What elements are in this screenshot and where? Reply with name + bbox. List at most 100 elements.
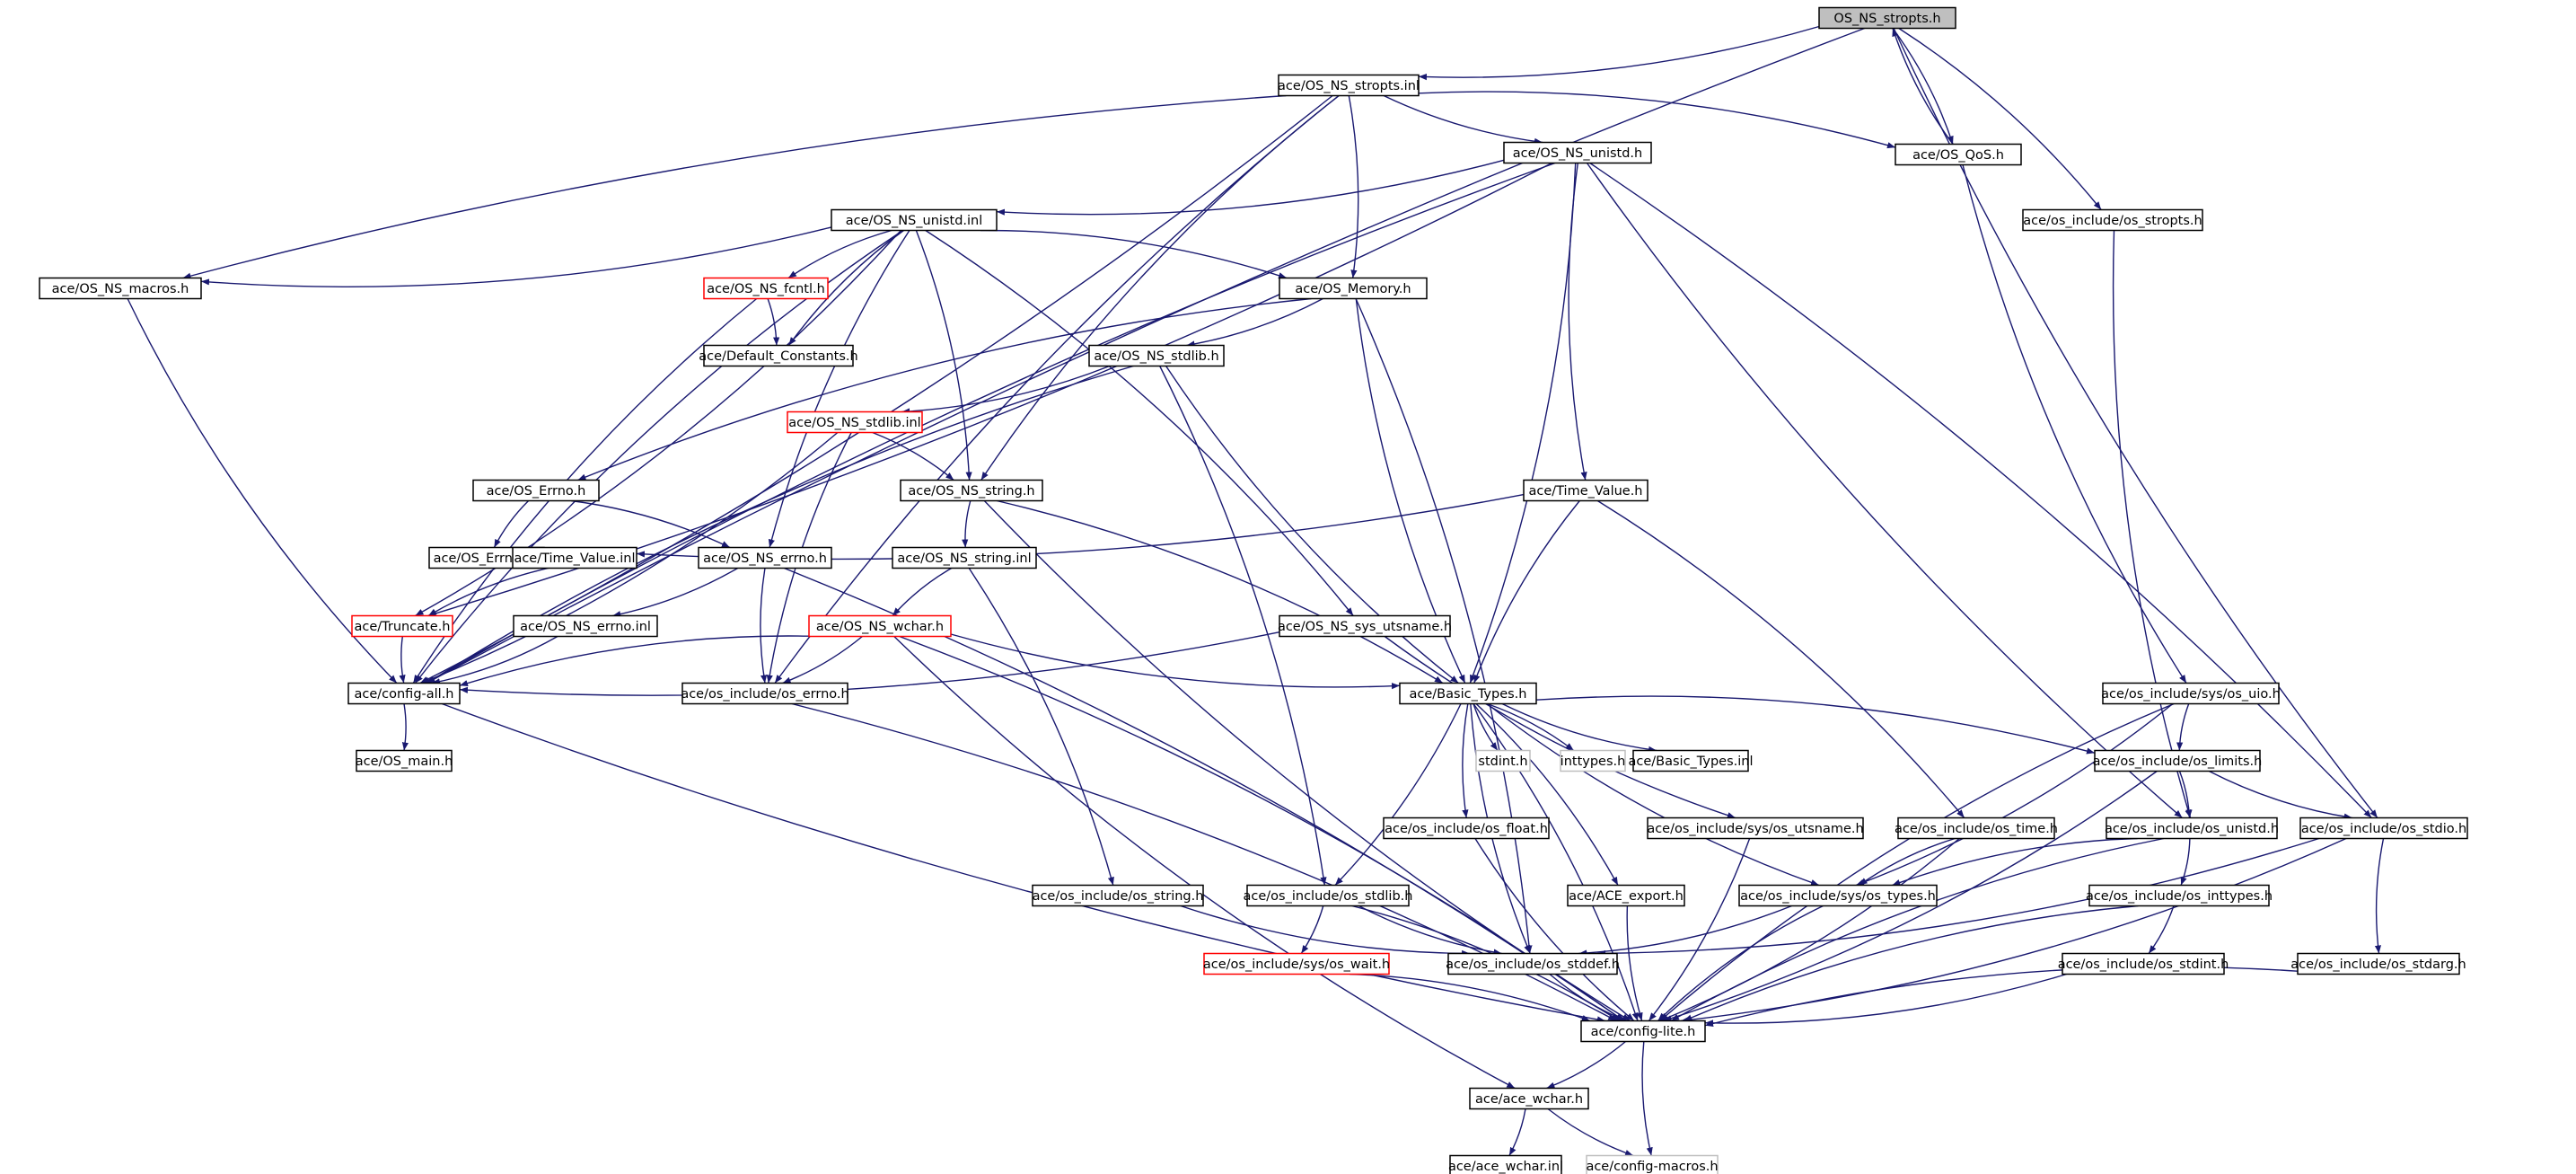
- node-box: [1203, 952, 1390, 975]
- node-box: [39, 277, 202, 300]
- edge-n46-n49: [1641, 1041, 1653, 1156]
- node-label: inttypes.h: [1561, 755, 1626, 769]
- node-label: OS_NS_stropts.h: [1833, 12, 1940, 26]
- graph-node[interactable]: ace/ACE_export.h: [1567, 884, 1685, 907]
- graph-node[interactable]: ace/os_include/os_inttypes.h: [2086, 884, 2273, 907]
- graph-node[interactable]: ace/Time_Value.inl: [512, 546, 637, 569]
- node-box: [1586, 1154, 1719, 1174]
- graph-node[interactable]: ace/os_include/os_stropts.h: [2022, 208, 2203, 232]
- graph-node[interactable]: ace/Time_Value.h: [1523, 479, 1648, 502]
- graph-node[interactable]: ace/os_include/os_time.h: [1895, 817, 2058, 840]
- graph-node[interactable]: ace/os_include/os_stddef.h: [1446, 952, 1620, 975]
- edge-n25-n38: [1334, 703, 1462, 886]
- edges-layer: [127, 25, 2385, 1157]
- edge-n3-n14: [1568, 163, 1587, 481]
- node-label: ace/config-macros.h: [1586, 1160, 1718, 1174]
- node-box: [1246, 884, 1410, 907]
- graph-node[interactable]: ace/OS_QoS.h: [1895, 143, 2022, 166]
- graph-node[interactable]: ace/OS_NS_unistd.h: [1503, 141, 1652, 164]
- node-box: [2102, 682, 2280, 705]
- node-box: [1503, 141, 1652, 164]
- graph-node[interactable]: ace/OS_NS_sys_utsname.h: [1278, 614, 1452, 638]
- graph-node[interactable]: ace/config-lite.h: [1580, 1020, 1706, 1043]
- node-label: ace/Time_Value.h: [1528, 484, 1642, 499]
- graph-node[interactable]: ace/os_include/os_stdint.h: [2058, 952, 2229, 975]
- graph-node[interactable]: ace/os_include/os_errno.h: [681, 682, 849, 705]
- node-box: [347, 682, 461, 705]
- edge-n25-n39: [1475, 702, 1619, 886]
- graph-node[interactable]: ace/OS_Memory.h: [1279, 277, 1428, 300]
- edge-n1-n3: [1383, 94, 1543, 145]
- node-box: [2299, 817, 2468, 840]
- graph-node[interactable]: ace/os_include/sys/os_utsname.h: [1647, 817, 1864, 840]
- edge-n5-n17: [768, 230, 910, 548]
- graph-node[interactable]: ace/OS_NS_unistd.inl: [831, 208, 998, 232]
- node-box: [703, 344, 854, 367]
- node-label: ace/os_include/os_errno.h: [681, 687, 848, 702]
- edge-n26-n40: [1855, 702, 2174, 887]
- node-box: [900, 479, 1043, 502]
- node-label: ace/OS_NS_stdlib.inl: [788, 416, 920, 430]
- edge-n25-n46: [1473, 703, 1639, 1021]
- edge-n0-n23: [426, 27, 1865, 684]
- graph-node[interactable]: ace/os_include/os_stdlib.h: [1244, 884, 1413, 907]
- edge-n17-n20: [612, 567, 739, 618]
- graph-node[interactable]: ace/os_include/os_unistd.h: [2105, 817, 2279, 840]
- graph-node[interactable]: ace/OS_NS_stdlib.h: [1088, 344, 1225, 367]
- node-box: [351, 614, 453, 638]
- edge-n23-n27: [401, 703, 409, 751]
- node-box: [808, 614, 952, 638]
- node-box: [698, 546, 832, 569]
- graph-node[interactable]: ace/os_include/os_limits.h: [2093, 749, 2263, 772]
- graph-node[interactable]: ace/os_include/os_float.h: [1383, 817, 1550, 840]
- graph-node[interactable]: ace/Truncate.h: [351, 614, 453, 638]
- edge-n31-n36: [2208, 770, 2352, 820]
- graph-node[interactable]: ace/OS_NS_errno.h: [698, 546, 832, 569]
- graph-node[interactable]: ace/Basic_Types.h: [1399, 682, 1537, 705]
- node-label: ace/OS_NS_unistd.h: [1513, 146, 1642, 161]
- node-box: [1523, 479, 1648, 502]
- graph-node[interactable]: ace/OS_NS_stropts.inl: [1278, 74, 1420, 97]
- edge-n35-n40: [1892, 837, 2138, 887]
- edge-n16-n19: [427, 567, 549, 617]
- graph-node[interactable]: ace/ace_wchar.h: [1469, 1087, 1589, 1110]
- graph-node[interactable]: ace/os_include/sys/os_uio.h: [2101, 682, 2281, 705]
- node-label: ace/OS_NS_string.inl: [897, 552, 1031, 566]
- graph-node[interactable]: ace/OS_Errno.h: [472, 479, 600, 502]
- edge-n41-n46: [1684, 905, 2139, 1022]
- graph-node[interactable]: ace/OS_NS_errno.inl: [513, 614, 658, 638]
- edge-n31-n35: [2178, 771, 2193, 818]
- node-box: [1447, 952, 1618, 975]
- edge-n0-n4: [1898, 27, 2102, 210]
- graph-node[interactable]: ace/config-all.h: [347, 682, 461, 705]
- node-box: [1818, 6, 1956, 30]
- node-label: ace/os_include/os_stdio.h: [2301, 822, 2466, 836]
- graph-node[interactable]: ace/OS_NS_macros.h: [39, 277, 202, 300]
- graph-node[interactable]: stdint.h: [1475, 749, 1531, 772]
- edge-n3-n25: [1469, 163, 1577, 684]
- graph-node[interactable]: ace/Default_Constants.h: [699, 344, 858, 367]
- graph-node[interactable]: ace/os_include/os_stdio.h: [2299, 817, 2468, 840]
- node-label: ace/OS_main.h: [356, 755, 453, 769]
- graph-node[interactable]: ace/OS_NS_string.inl: [892, 546, 1037, 569]
- graph-node[interactable]: inttypes.h: [1560, 749, 1626, 772]
- graph-node[interactable]: ace/OS_NS_string.h: [900, 479, 1043, 502]
- node-label: ace/OS_NS_stropts.inl: [1278, 79, 1420, 93]
- graph-node[interactable]: ace/OS_NS_fcntl.h: [703, 277, 829, 300]
- graph-node[interactable]: ace/config-macros.h: [1586, 1154, 1719, 1174]
- edge-n36-n43: [1597, 837, 2320, 957]
- graph-node[interactable]: ace/os_include/os_stdarg.h: [2290, 952, 2466, 975]
- node-box: [1383, 817, 1550, 840]
- graph-node[interactable]: ace/Basic_Types.inl: [1628, 749, 1754, 772]
- graph-node[interactable]: ace/os_include/sys/os_types.h: [1738, 884, 1938, 907]
- graph-node[interactable]: ace/ace_wchar.inl: [1448, 1154, 1563, 1174]
- graph-node[interactable]: ace/os_include/sys/os_wait.h: [1203, 952, 1390, 975]
- graph-node[interactable]: ace/os_include/os_string.h: [1032, 884, 1204, 907]
- edge-n36-n46: [1680, 837, 2347, 1024]
- edge-n25-n28: [1473, 703, 1499, 751]
- node-label: ace/ace_wchar.inl: [1448, 1160, 1563, 1174]
- graph-node[interactable]: ace/OS_main.h: [356, 749, 453, 772]
- graph-node[interactable]: ace/OS_NS_stdlib.inl: [787, 410, 923, 434]
- edge-n5-n7: [787, 229, 892, 279]
- graph-node[interactable]: ace/OS_NS_wchar.h: [808, 614, 952, 638]
